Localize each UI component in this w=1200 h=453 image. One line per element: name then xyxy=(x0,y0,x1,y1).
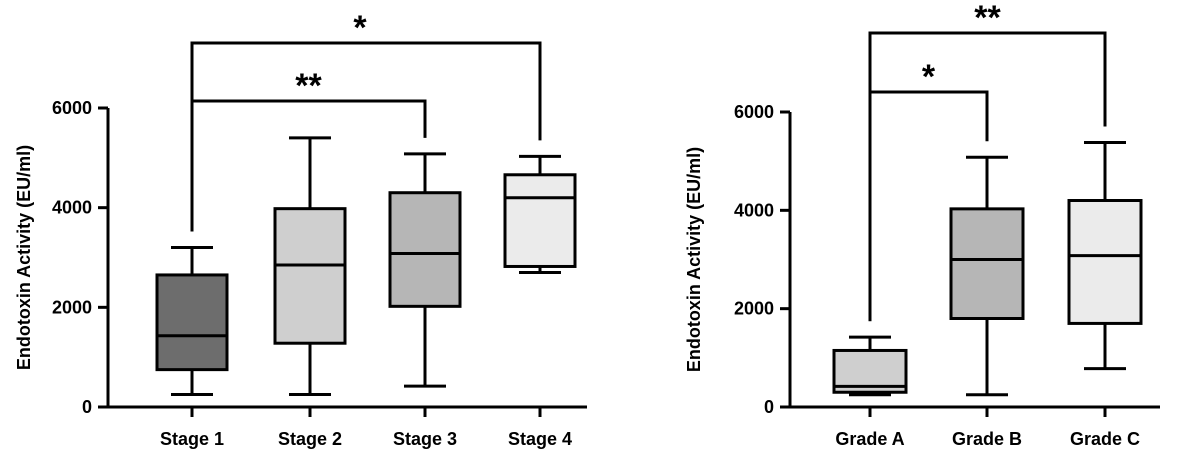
y-tick-label: 6000 xyxy=(52,98,92,118)
x-category-label: Grade A xyxy=(835,429,904,449)
significance-label: * xyxy=(353,9,367,47)
iqr-box xyxy=(1067,199,1143,325)
y-tick-label: 0 xyxy=(82,397,92,417)
x-category-label: Stage 2 xyxy=(278,429,342,449)
y-tick-label: 4000 xyxy=(52,198,92,218)
x-category-label: Grade C xyxy=(1070,429,1140,449)
box-grade-b xyxy=(949,155,1025,397)
significance-label: * xyxy=(922,58,936,96)
x-category-label: Stage 3 xyxy=(393,429,457,449)
iqr-box xyxy=(503,173,577,268)
x-category-label: Stage 4 xyxy=(508,429,572,449)
significance-bracket xyxy=(190,99,427,232)
y-axis-title: Endotoxin Activity (EU/ml) xyxy=(684,147,704,372)
box-stage-2 xyxy=(273,136,347,397)
box-stage-4 xyxy=(503,154,577,274)
y-axis-title: Endotoxin Activity (EU/ml) xyxy=(14,145,34,370)
box-grade-c xyxy=(1067,140,1143,371)
iqr-box xyxy=(155,273,229,372)
iqr-box xyxy=(273,207,347,345)
y-tick-label: 0 xyxy=(764,397,774,417)
box-stage-1 xyxy=(155,246,229,397)
box-grade-a xyxy=(832,335,908,397)
x-category-label: Stage 1 xyxy=(160,429,224,449)
y-tick-label: 4000 xyxy=(734,200,774,220)
y-tick-label: 2000 xyxy=(734,299,774,319)
x-category-label: Grade B xyxy=(952,429,1022,449)
box-stage-3 xyxy=(388,152,462,388)
y-tick-label: 6000 xyxy=(734,102,774,122)
significance-label: ** xyxy=(974,0,1001,37)
significance-bracket xyxy=(868,90,989,322)
significance-label: ** xyxy=(295,67,322,105)
y-tick-label: 2000 xyxy=(52,297,92,317)
iqr-box xyxy=(388,191,462,308)
iqr-box xyxy=(949,207,1025,321)
